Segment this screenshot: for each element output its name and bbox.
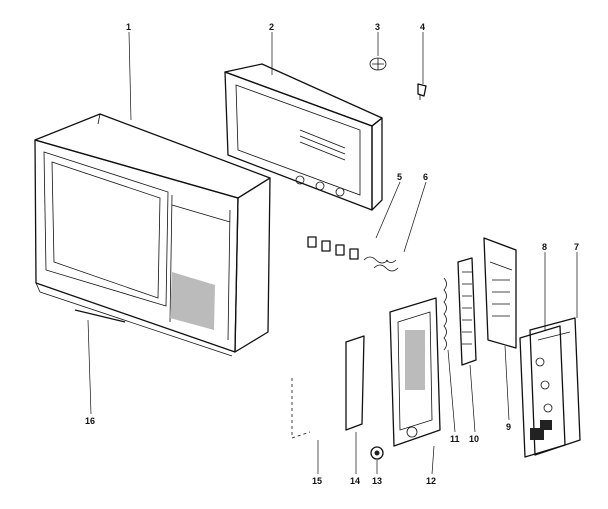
- callout-1: 1: [126, 22, 131, 32]
- part-15-clip: [291, 378, 311, 439]
- callout-3: 3: [375, 22, 380, 32]
- part-14-side-panel: [345, 335, 365, 431]
- callout-6: 6: [423, 172, 428, 182]
- callout-12: 12: [426, 476, 436, 486]
- part-5-knobs: [307, 236, 359, 260]
- part-1-cabinet: [34, 113, 271, 357]
- part-13-knob: [370, 446, 384, 460]
- callout-7: 7: [574, 242, 579, 252]
- callout-14: 14: [350, 476, 360, 486]
- leader-lines: [87, 31, 578, 475]
- part-2-back-cover: [224, 63, 383, 211]
- part-12-tuner: [389, 297, 441, 447]
- part-6-springs: [363, 256, 399, 272]
- callout-8: 8: [542, 242, 547, 252]
- part-16-trim-strip: [74, 309, 126, 323]
- callout-labels: 1 2 3 4 5 6 7 8 9 10 11 12 13 14 15 16: [85, 22, 579, 486]
- part-10-switch-assembly: [457, 257, 477, 366]
- callout-9: 9: [506, 422, 511, 432]
- callout-2: 2: [269, 22, 274, 32]
- callout-10: 10: [469, 434, 479, 444]
- callout-4: 4: [420, 22, 425, 32]
- part-11-button-strip: [443, 277, 447, 351]
- callout-5: 5: [397, 172, 402, 182]
- callout-16: 16: [85, 416, 95, 426]
- part-7-terminal-board: [529, 317, 581, 456]
- callout-13: 13: [372, 476, 382, 486]
- part-3-screw: [369, 57, 387, 71]
- callout-15: 15: [312, 476, 322, 486]
- callout-11: 11: [450, 434, 460, 444]
- part-8-terminal-bracket: [519, 325, 566, 458]
- part-9-control-panel: [483, 237, 517, 349]
- part-4-clip: [417, 83, 427, 100]
